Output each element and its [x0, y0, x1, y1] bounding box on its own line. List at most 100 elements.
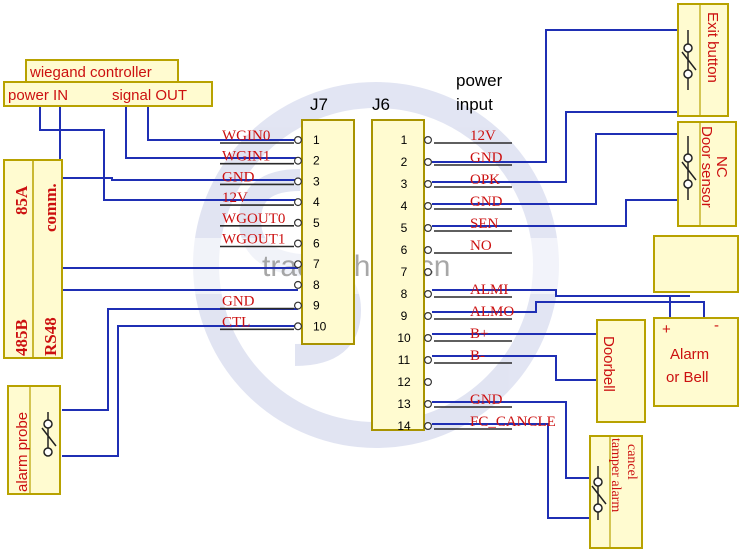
j6-pin-number: 1: [401, 133, 408, 147]
connector-j7: J7 1WGIN02WGIN13GND412V5WGOUT06WGOUT1789…: [220, 95, 355, 345]
rs485-485b: 485B: [12, 319, 31, 356]
probe-switch-icon: [41, 427, 57, 447]
j6-terminal-icon: [424, 312, 433, 321]
j6-pin-number: 3: [401, 177, 408, 191]
alarm-or-bell: + - Alarm or Bell: [653, 235, 739, 407]
exit-switch-icon: [681, 51, 697, 71]
j6-terminal-icon: [424, 378, 433, 387]
j7-pin-number: 8: [313, 278, 320, 292]
j6-pin-label: OPK: [470, 172, 500, 188]
alarm-minus: -: [714, 317, 719, 334]
j7-terminal-icon: [294, 156, 303, 165]
j6-pin-9: 9 ALMO: [401, 304, 515, 323]
j6-pin-number: 13: [397, 397, 411, 411]
j7-terminal-icon: [294, 301, 303, 310]
j7-terminal-icon: [294, 260, 303, 269]
wiegand-title: wiegand controller: [29, 64, 152, 81]
alarm-line2: or Bell: [666, 369, 709, 386]
j6-pin-label: 12V: [470, 128, 496, 144]
door-sensor-nc: NC: [713, 156, 730, 178]
j7-terminal-icon: [294, 198, 303, 207]
j6-pin-label: ALMO: [470, 304, 514, 320]
j7-terminal-icon: [294, 218, 303, 227]
j7-pin-label: WGIN1: [222, 149, 270, 165]
j6-terminal-icon: [424, 268, 433, 277]
doorbell: Doorbell: [596, 319, 646, 423]
j6-pin-label: FC_CANCLE: [470, 414, 556, 430]
tamper-switch-icon: [591, 485, 607, 505]
j6-pin-3: 3 OPK: [401, 172, 512, 191]
j6-pin-8: 8 ALMI: [401, 282, 512, 301]
j6-title: J6: [372, 95, 390, 114]
j7-pin-number: 7: [313, 257, 320, 271]
j6-pin-11: 11 B-: [398, 348, 512, 367]
alarm-probe-label: alarm probe: [14, 412, 31, 492]
j6-pin-13: 13 GND: [397, 392, 512, 411]
j7-pin-number: 3: [313, 174, 320, 188]
j7-pin-number: 9: [313, 299, 320, 313]
power-input-line1: power: [456, 71, 503, 90]
j6-pin-label: GND: [470, 392, 503, 408]
j7-pin-2: 2 WGIN1: [220, 149, 320, 168]
j7-pin-9: 9 GND: [220, 294, 320, 313]
j7-pin-label: CTL: [222, 314, 250, 330]
power-input-line2: input: [456, 95, 493, 114]
exit-button-label: Exit button: [704, 12, 721, 83]
j7-terminal-icon: [294, 136, 303, 145]
j6-terminal-icon: [424, 224, 433, 233]
j6-pin-number: 10: [397, 331, 411, 345]
j6-terminal-icon: [424, 400, 433, 409]
j6-pin-number: 6: [401, 243, 408, 257]
door-switch-icon: [681, 161, 697, 181]
alarm-line1: Alarm: [670, 346, 709, 363]
j7-pin-number: 6: [313, 237, 320, 251]
j6-terminal-icon: [424, 356, 433, 365]
j6-pin-2: 2 GND: [401, 150, 512, 169]
j7-pin-number: 4: [313, 195, 320, 209]
rs485-comm-label: comm.: [41, 183, 60, 232]
j6-terminal-icon: [424, 180, 433, 189]
j6-pin-12: 12: [397, 375, 433, 389]
j6-pin-number: 11: [398, 353, 411, 367]
j6-pin-number: 8: [401, 287, 408, 301]
j7-pin-label: WGIN0: [222, 128, 270, 144]
j7-pin-label: 12V: [222, 190, 248, 206]
j6-pin-number: 7: [401, 265, 408, 279]
j7-pin-3: 3 GND: [220, 169, 320, 188]
door-sensor: NC Door sensor: [677, 121, 737, 227]
j7-pin-label: GND: [222, 294, 255, 310]
j7-terminal-icon: [294, 177, 303, 186]
j7-pin-8: 8: [294, 278, 320, 292]
j6-pin-label: GND: [470, 194, 503, 210]
j7-pin-number: 5: [313, 216, 320, 230]
j6-terminal-icon: [424, 422, 433, 431]
alarm-plus: +: [662, 321, 671, 338]
j6-pin-label: B-: [470, 348, 485, 364]
j6-terminal-icon: [424, 158, 433, 167]
doorbell-label: Doorbell: [600, 336, 617, 392]
j6-pin-number: 2: [401, 155, 408, 169]
j7-pin-label: GND: [222, 169, 255, 185]
j6-pin-6: 6 NO: [401, 238, 512, 257]
j6-terminal-icon: [424, 136, 433, 145]
j7-pin-4: 4 12V: [220, 190, 320, 209]
j7-pin-number: 2: [313, 154, 320, 168]
j6-pin-number: 5: [401, 221, 408, 235]
j6-pin-number: 12: [397, 375, 411, 389]
cancel-line1: cancel: [624, 444, 639, 480]
j6-pin-number: 9: [401, 309, 408, 323]
j7-title: J7: [310, 95, 328, 114]
j6-pin-label: ALMI: [470, 282, 508, 298]
j6-pin-label: NO: [470, 238, 492, 254]
door-sensor-label: Door sensor: [698, 126, 715, 208]
j6-pin-label: GND: [470, 150, 503, 166]
